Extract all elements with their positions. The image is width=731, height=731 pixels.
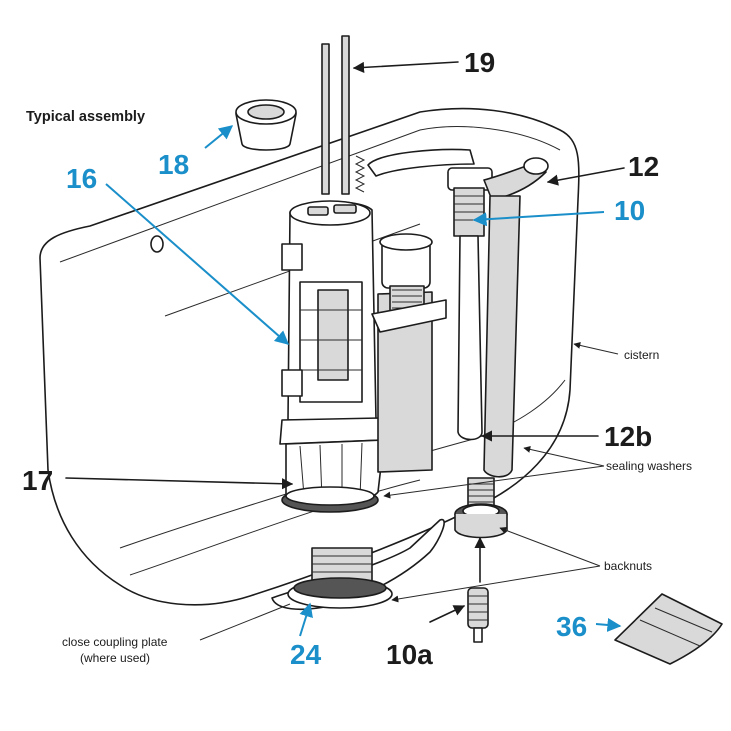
leader-lines: [65, 61, 625, 641]
callout-18: 18: [158, 149, 189, 180]
flush-valve: [279, 200, 385, 513]
label-close-coupling-line1: close coupling plate: [62, 635, 168, 649]
filter-spring: [467, 587, 489, 643]
label-cistern: cistern: [624, 348, 659, 362]
callout-19: 19: [464, 47, 495, 78]
callout-17: 17: [22, 465, 53, 496]
side-housing: [371, 233, 447, 473]
callout-10: 10: [614, 195, 645, 226]
callout-12b: 12b: [604, 421, 652, 452]
callout-24: 24: [290, 639, 322, 670]
label-close-coupling-line2: (where used): [80, 651, 150, 665]
seal-cone: [235, 99, 297, 151]
callout-12: 12: [628, 151, 659, 182]
callout-10a: 10a: [386, 639, 433, 670]
label-backnuts: backnuts: [604, 559, 652, 573]
close-coupling-plate: [271, 518, 445, 611]
sachet: [614, 593, 723, 665]
callout-36: 36: [556, 611, 587, 642]
push-rods: [321, 35, 366, 195]
diagram-title: Typical assembly: [26, 109, 145, 125]
callout-16: 16: [66, 163, 97, 194]
label-sealing-washers: sealing washers: [606, 459, 692, 473]
